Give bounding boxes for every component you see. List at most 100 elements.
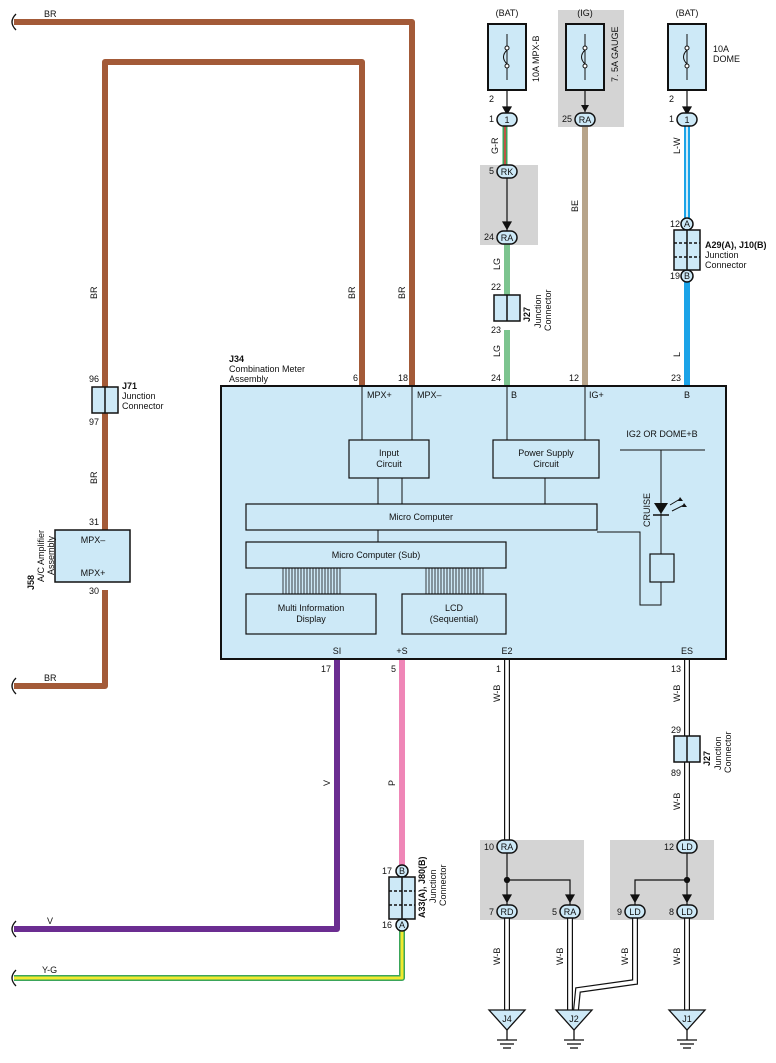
pin-number: 12: [670, 219, 680, 229]
j71-id: J71: [122, 381, 137, 391]
wire-label-gr: G-R: [490, 137, 500, 154]
wire-label-yg: Y-G: [42, 965, 57, 975]
meter-mpx-plus: MPX+: [367, 390, 392, 400]
bat2-fuse-name: DOME: [713, 54, 740, 64]
v-wire: [14, 660, 340, 932]
wire-label-br-bottom: BR: [44, 673, 57, 683]
pill-ld-right: LD: [681, 907, 693, 917]
micro-computer-sub-label: Micro Computer (Sub): [332, 550, 421, 560]
j27b-name-line2: Connector: [723, 731, 733, 773]
j71-name-line1: Junction: [122, 391, 156, 401]
pin-number: 13: [671, 664, 681, 674]
wire-label-br-left: BR: [89, 286, 99, 299]
connector-pill-labels: 1 RA 1 RK RA RA RD RA LD LD LD A B B A: [399, 115, 693, 930]
meter-blocks: [245, 439, 675, 635]
bat2-fuse-amp: 10A: [713, 44, 729, 54]
wire-label-lw: L-W: [672, 137, 682, 154]
j34-id: J34: [229, 354, 244, 364]
fuse-dome: [667, 23, 707, 112]
power-supply-line2: Circuit: [533, 459, 559, 469]
pin-number: 89: [671, 768, 681, 778]
input-circuit-line1: Input: [379, 448, 400, 458]
pin-number: 23: [671, 373, 681, 383]
multi-info-line1: Multi Information: [278, 603, 345, 613]
pin-number: 16: [382, 920, 392, 930]
wire-label-wb-es2: W-B: [672, 793, 682, 810]
pin-number: 8: [669, 907, 674, 917]
pin-number: 25: [562, 114, 572, 124]
pin-number: 12: [664, 842, 674, 852]
pin-number: 6: [353, 373, 358, 383]
j27b-name-line1: Junction: [713, 736, 723, 770]
a29-name-line1: Junction: [705, 250, 739, 260]
pin-number: 1: [496, 664, 501, 674]
pin-number: 17: [321, 664, 331, 674]
yg-wire: [14, 930, 405, 981]
wire-label-v-vert: V: [322, 780, 332, 786]
pill-rd: RD: [501, 907, 514, 917]
wire-label-wb-es: W-B: [672, 685, 682, 702]
cruise-led-icon: [653, 497, 687, 516]
ground-j1: J1: [682, 1014, 692, 1024]
wire-label-br-mid2: BR: [397, 286, 407, 299]
ribbon-cables: [282, 568, 484, 594]
pin-number: 2: [669, 94, 674, 104]
meter-mpx-minus: MPX–: [417, 390, 442, 400]
meter-b1: B: [511, 390, 517, 400]
fuse-gauge: [565, 23, 605, 112]
input-circuit-line2: Circuit: [376, 459, 402, 469]
a33-name-line2: Connector: [438, 864, 448, 906]
fuse-mpx-b: [487, 23, 527, 112]
pill-rk: RK: [501, 167, 514, 177]
pill-ra-j2: RA: [564, 907, 577, 917]
j58-id: J58: [26, 575, 36, 590]
pill-a29-b: B: [684, 271, 690, 281]
j27b-id: J27: [702, 751, 712, 766]
meter-es: ES: [681, 646, 693, 656]
pin-number: 12: [569, 373, 579, 383]
pin-number: 5: [489, 166, 494, 176]
pill-1b: 1: [684, 115, 689, 125]
a33-id: A33(A), J80(B): [417, 856, 427, 918]
pill-ld-left: LD: [629, 907, 641, 917]
break-marks: [11, 13, 17, 987]
ig2-dome-label: IG2 OR DOME+B: [626, 429, 697, 439]
pin-number: 31: [89, 517, 99, 527]
pin-number: 96: [89, 374, 99, 384]
j58-ac-amplifier: [54, 529, 131, 583]
wire-label-lg1: LG: [492, 258, 502, 270]
pill-a33-b: B: [399, 866, 405, 876]
pill-ra-ig: RA: [579, 115, 592, 125]
j58-name-line1: A/C Amplifier: [36, 530, 46, 582]
pill-1a: 1: [504, 115, 509, 125]
j27a-name-line2: Connector: [543, 289, 553, 331]
wire-label-p: P: [387, 780, 397, 786]
j34-name-line2: Assembly: [229, 374, 269, 384]
wire-label-br-left2: BR: [89, 471, 99, 484]
j34-name-line1: Combination Meter: [229, 364, 305, 374]
wire-label-wb-ld: W-B: [620, 948, 630, 965]
wb-wires: [504, 660, 690, 1011]
meter-b2: B: [684, 390, 690, 400]
wire-label-l: L: [672, 352, 682, 357]
meter-internal-lines: [361, 386, 705, 606]
wire-label-lg2: LG: [492, 345, 502, 357]
pin-number: 18: [398, 373, 408, 383]
ig-label: (IG): [577, 8, 593, 18]
wire-label-v-horiz: V: [47, 916, 53, 926]
wire-label-wb-j1: W-B: [672, 948, 682, 965]
pill-a29-a: A: [684, 219, 690, 229]
wire-label-wb-j2: W-B: [555, 948, 565, 965]
cruise-label: CRUISE: [642, 493, 652, 527]
wire-label-br-top: BR: [44, 9, 57, 19]
pin-number: 24: [484, 232, 494, 242]
micro-computer-label: Micro Computer: [389, 512, 453, 522]
wire-label-br-mid1: BR: [347, 286, 357, 299]
meter-plus-s: +S: [396, 646, 407, 656]
lcd-line1: LCD: [445, 603, 464, 613]
connector-pills: [395, 112, 698, 932]
ig-fuse-label: 7. 5A GAUGE: [610, 26, 620, 82]
j27a-id: J27: [522, 307, 532, 322]
wire-label-wb-e2: W-B: [492, 685, 502, 702]
